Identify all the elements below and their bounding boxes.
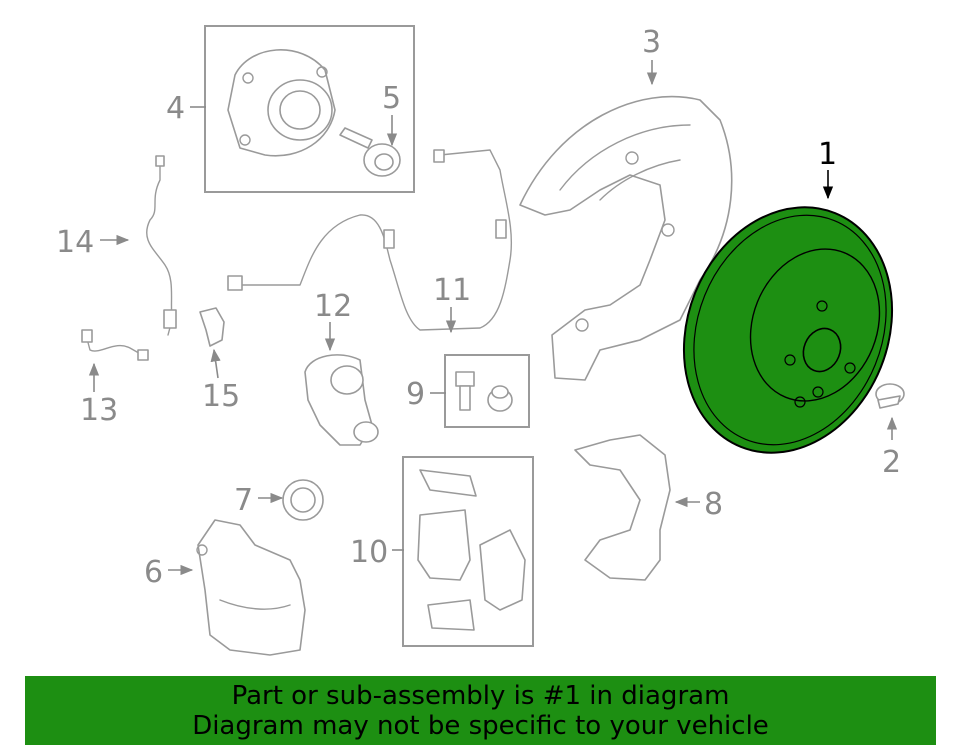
wheel-hub-bearing[interactable] (204, 25, 415, 193)
callout-15: 15 (202, 379, 240, 414)
caliper-piston-seal[interactable] (282, 479, 324, 521)
brake-rotor[interactable] (648, 176, 928, 485)
callout-12: 12 (314, 289, 352, 324)
rotor-screw[interactable] (875, 383, 905, 409)
abs-sensor-wire[interactable] (146, 155, 177, 336)
banner-line-1: Part or sub-assembly is #1 in diagram (231, 681, 730, 711)
callout-11: 11 (433, 273, 471, 308)
callout-2: 2 (882, 445, 901, 480)
callout-1: 1 (818, 137, 837, 172)
callout-8: 8 (704, 487, 723, 522)
part-info-banner: Part or sub-assembly is #1 in diagram Di… (25, 676, 936, 745)
caliper-bolt-kit[interactable] (444, 354, 530, 428)
pad-wear-sensor[interactable] (227, 149, 513, 331)
wire-harness-small[interactable] (81, 329, 149, 361)
callout-3: 3 (642, 25, 661, 60)
retaining-clip[interactable] (199, 307, 225, 347)
banner-line-2: Diagram may not be specific to your vehi… (192, 711, 769, 741)
brake-caliper[interactable] (196, 519, 306, 656)
callout-14: 14 (56, 225, 94, 260)
callout-9: 9 (406, 377, 425, 412)
callout-7: 7 (234, 483, 253, 518)
callout-10: 10 (350, 535, 388, 570)
caliper-support-bracket[interactable] (574, 434, 671, 581)
brake-pad-set[interactable] (402, 456, 534, 647)
hub-bolt[interactable] (339, 127, 401, 177)
callout-4: 4 (166, 91, 185, 126)
callout-13: 13 (80, 393, 118, 428)
brake-dust-shield[interactable] (519, 95, 733, 381)
callout-6: 6 (144, 555, 163, 590)
parking-brake-actuator[interactable] (304, 354, 379, 446)
callout-5: 5 (382, 81, 401, 116)
